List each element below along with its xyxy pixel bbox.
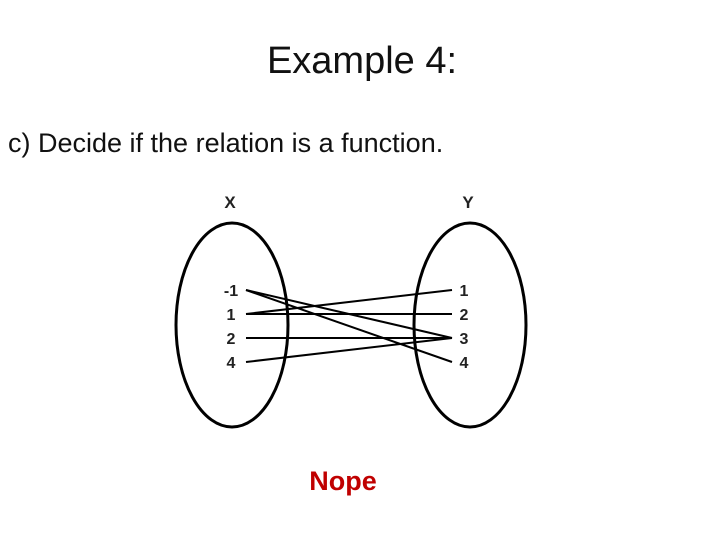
range-value: 2 — [460, 307, 469, 324]
answer-text: Nope — [309, 466, 377, 496]
arrow-group — [245, 289, 453, 363]
domain-value: -1 — [224, 283, 238, 300]
domain-oval — [174, 221, 290, 429]
domain-label: X — [224, 193, 236, 212]
range-value: 4 — [460, 355, 469, 372]
mapping-arrow — [245, 289, 453, 315]
range-label: Y — [462, 193, 474, 212]
slide-title: Example 4: — [266, 40, 458, 82]
value-group: -1 1 2 4 1 2 3 4 — [224, 283, 469, 372]
domain-value: 2 — [227, 331, 236, 348]
question-text: c) Decide if the relation is a function. — [8, 128, 444, 158]
domain-value: 4 — [227, 355, 236, 372]
mapping-arrow — [245, 289, 453, 363]
range-value: 1 — [460, 283, 469, 300]
mapping-arrow — [245, 337, 453, 363]
domain-value: 1 — [227, 307, 236, 324]
range-value: 3 — [460, 331, 469, 348]
range-oval — [412, 221, 528, 429]
